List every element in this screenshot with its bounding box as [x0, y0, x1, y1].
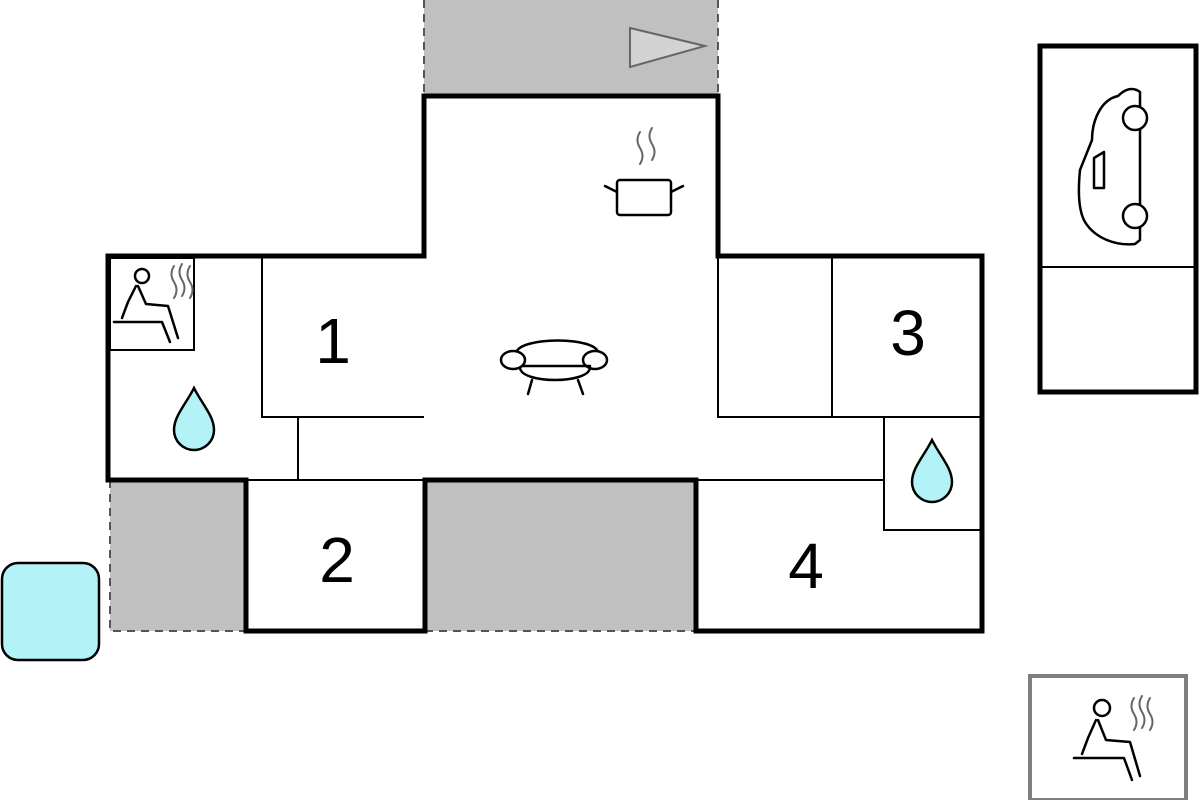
pool-icon [0, 561, 101, 662]
exterior-walls [105, 93, 985, 634]
outdoor-sauna [1028, 674, 1188, 800]
terrace-bottom-middle [425, 480, 696, 632]
garage [1037, 43, 1199, 395]
room-number-4: 4 [788, 530, 824, 602]
terrace-bottom-left [109, 480, 246, 632]
sofa-icon [499, 339, 609, 396]
room-number-3: 3 [890, 297, 926, 369]
water-drop-icon [910, 437, 954, 504]
room-number-2: 2 [319, 524, 355, 596]
direction-arrow-icon [629, 26, 709, 69]
water-drop-icon [172, 385, 216, 452]
room-number-1: 1 [315, 305, 351, 377]
cooking-pot-icon [603, 127, 685, 217]
car-icon [1077, 87, 1149, 246]
sauna-icon [112, 263, 194, 344]
sauna-icon [1072, 695, 1154, 782]
